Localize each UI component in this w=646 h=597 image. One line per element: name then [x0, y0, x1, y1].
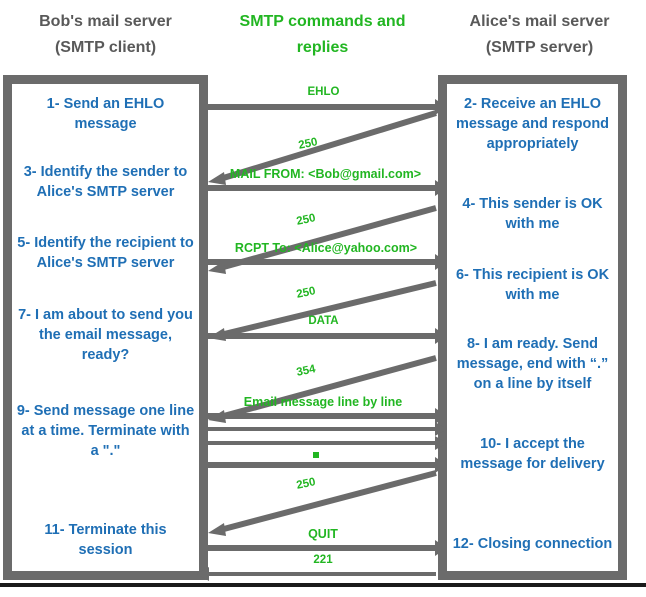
message-label-250-mailfrom: 250 [295, 212, 317, 228]
client-panel-inner: 1- Send an EHLO message 3- Identify the … [12, 84, 199, 571]
arrowhead-right-icon [435, 328, 447, 344]
server-step-8: 8- I am ready. Send message, end with “.… [456, 336, 609, 392]
message-label-ehlo: EHLO [307, 86, 340, 98]
message-label-data: DATA [308, 315, 339, 327]
message-arrow-rcptto [208, 254, 447, 270]
arrowhead-right-icon [435, 180, 447, 196]
terminating-dot-marker [313, 452, 319, 458]
message-arrow-quit [208, 540, 447, 556]
arrowhead-left-icon [197, 567, 209, 581]
header-client: Bob's mail server (SMTP client) [3, 9, 208, 61]
message-label-250-ehlo: 250 [297, 136, 319, 152]
server-panel: 2- Receive an EHLO message and respond a… [438, 75, 627, 580]
client-step-3: 3- Identify the sender to Alice's SMTP s… [23, 164, 188, 200]
message-label-rcptto: RCPT To: <Alice@yahoo.com> [234, 241, 418, 255]
message-arrow-data [208, 328, 447, 344]
arrowhead-right-icon [435, 408, 447, 424]
server-step-6: 6- This recipient is OK with me [455, 267, 610, 303]
server-step-4: 4- This sender is OK with me [462, 196, 603, 232]
arrowhead-right-icon [435, 99, 447, 115]
message-arrow-email-line-3 [208, 436, 447, 450]
bottom-divider [0, 583, 646, 587]
header-client-line2: (SMTP client) [54, 39, 157, 56]
diagram-headers: Bob's mail server (SMTP client) SMTP com… [0, 0, 646, 75]
message-arrow-221 [197, 567, 436, 581]
client-step-11: 11- Terminate this session [44, 522, 167, 558]
header-client-line1: Bob's mail server [39, 13, 172, 30]
server-step-12: 12- Closing connection [452, 536, 613, 552]
header-server: Alice's mail server (SMTP server) [437, 9, 642, 61]
header-middle: SMTP commands and replies [215, 9, 430, 61]
server-step-2: 2- Receive an EHLO message and respond a… [455, 96, 610, 152]
server-panel-inner: 2- Receive an EHLO message and respond a… [447, 84, 618, 571]
sequence-diagram: 1- Send an EHLO message 3- Identify the … [3, 75, 627, 581]
diagonal-arrows-layer [208, 110, 437, 536]
server-step-10: 10- I accept the message for delivery [460, 436, 605, 472]
client-panel: 1- Send an EHLO message 3- Identify the … [3, 75, 208, 580]
message-label-250-rcptto: 250 [295, 285, 317, 301]
message-arrow-ehlo [208, 99, 447, 115]
arrowhead-right-icon [435, 254, 447, 270]
message-label-221: 221 [313, 554, 333, 566]
arrowhead-right-icon [435, 540, 447, 556]
message-arrow-email-line-1 [208, 408, 447, 424]
message-label-354: 354 [295, 363, 317, 379]
arrowhead-right-icon [435, 457, 447, 473]
header-server-line1: Alice's mail server [469, 13, 610, 30]
message-lane: EHLO [197, 75, 447, 581]
message-label-mailfrom: MAIL FROM: <Bob@gmail.com> [229, 167, 422, 181]
header-server-line2: (SMTP server) [485, 39, 594, 56]
client-step-1: 1- Send an EHLO message [46, 96, 165, 132]
message-arrow-email-line-4 [208, 457, 447, 473]
message-arrow-mailfrom [208, 180, 447, 196]
client-step-7: 7- I am about to send you the email mess… [18, 307, 193, 363]
arrowhead-right-icon [435, 436, 447, 450]
client-step-5: 5- Identify the recipient to Alice's SMT… [17, 235, 194, 271]
client-step-9: 9- Send message one line at a time. Term… [16, 403, 195, 459]
message-label-quit: QUIT [308, 527, 338, 541]
message-label-email-lines: Email message line by line [243, 395, 403, 409]
message-arrow-email-line-2 [208, 422, 447, 436]
arrowhead-right-icon [435, 422, 447, 436]
header-middle-line2: replies [296, 39, 349, 56]
header-middle-line1: SMTP commands and [239, 13, 406, 30]
message-label-250-accepted: 250 [295, 476, 317, 492]
